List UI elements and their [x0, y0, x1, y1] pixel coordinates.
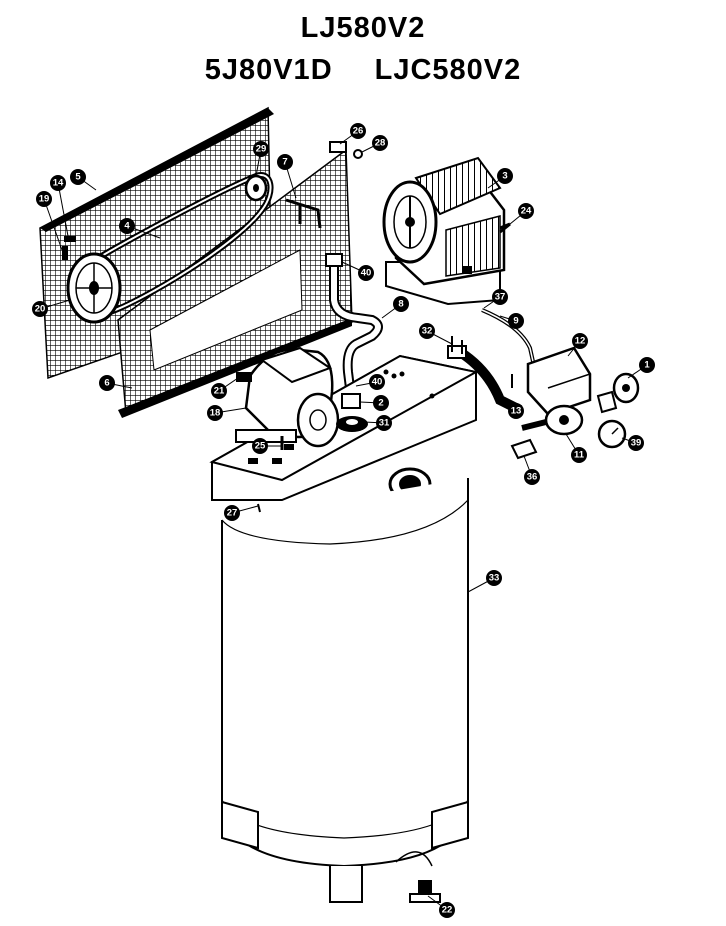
- callout-32: 32: [419, 323, 435, 339]
- pressure-gauge: [597, 419, 627, 449]
- svg-text:27: 27: [227, 508, 238, 519]
- callout-14: 14: [50, 175, 66, 191]
- guard-bracket: [285, 198, 322, 229]
- svg-text:29: 29: [256, 144, 267, 155]
- svg-text:12: 12: [575, 336, 586, 347]
- model-5j80v1d: 5J80V1D: [204, 54, 333, 86]
- drain-valve: [409, 880, 441, 903]
- callout-31: 31: [376, 415, 392, 431]
- svg-text:1: 1: [644, 360, 650, 371]
- callout-36: 36: [524, 469, 540, 485]
- callout-37: 37: [492, 289, 508, 305]
- svg-text:4: 4: [124, 221, 130, 232]
- safety-valve: [596, 372, 640, 414]
- svg-text:37: 37: [495, 292, 506, 303]
- callout-21: 21: [211, 383, 227, 399]
- callout-22: 22: [439, 902, 455, 918]
- svg-text:20: 20: [35, 304, 46, 315]
- svg-text:8: 8: [398, 299, 403, 310]
- svg-text:24: 24: [521, 206, 532, 217]
- flywheel-pulley: [66, 252, 122, 324]
- svg-text:33: 33: [489, 573, 500, 584]
- callout-4: 4: [119, 218, 135, 234]
- unloader-tube: [481, 308, 536, 367]
- callout-7: 7: [277, 154, 293, 170]
- callout-3: 3: [497, 168, 513, 184]
- svg-text:40: 40: [361, 268, 372, 279]
- callout-40-lower: 40: [369, 374, 385, 390]
- quick-coupler: [510, 438, 538, 460]
- svg-text:13: 13: [511, 406, 522, 417]
- model-title-line-2: 5J80V1D LJC580V2: [0, 54, 726, 87]
- callout-6: 6: [99, 375, 115, 391]
- svg-text:14: 14: [53, 178, 64, 189]
- svg-text:40: 40: [372, 377, 383, 388]
- svg-text:11: 11: [574, 450, 585, 461]
- svg-text:22: 22: [442, 905, 453, 916]
- svg-text:39: 39: [631, 438, 642, 449]
- svg-text:7: 7: [282, 157, 287, 168]
- svg-text:19: 19: [39, 194, 50, 205]
- motor-pulley: [244, 174, 268, 202]
- callout-13: 13: [508, 403, 524, 419]
- model-ljc580v2: LJC580V2: [374, 54, 522, 86]
- model-title-line-1: LJ580V2: [300, 12, 426, 44]
- svg-text:18: 18: [210, 408, 221, 419]
- callout-25: 25: [252, 438, 268, 454]
- callout-28: 28: [372, 135, 388, 151]
- callout-5: 5: [70, 169, 86, 185]
- svg-text:21: 21: [214, 386, 225, 397]
- compressor-pump: [382, 156, 506, 306]
- callout-11: 11: [571, 447, 587, 463]
- svg-text:3: 3: [502, 171, 507, 182]
- guard-hardware: [62, 141, 363, 260]
- svg-text:9: 9: [513, 316, 518, 327]
- callout-1: 1: [639, 357, 655, 373]
- callout-2: 2: [373, 395, 389, 411]
- svg-text:26: 26: [353, 126, 364, 137]
- callout-24: 24: [518, 203, 534, 219]
- air-tank: [221, 478, 469, 903]
- callout-9: 9: [508, 313, 524, 329]
- callout-29: 29: [253, 141, 269, 157]
- screws: [257, 222, 513, 513]
- callout-20: 20: [32, 301, 48, 317]
- callout-12: 12: [572, 333, 588, 349]
- callout-26: 26: [350, 123, 366, 139]
- svg-text:2: 2: [378, 398, 383, 409]
- callout-33: 33: [486, 570, 502, 586]
- discharge-tube: [325, 253, 383, 389]
- callout-19: 19: [36, 191, 52, 207]
- svg-text:31: 31: [379, 418, 390, 429]
- manifold: [521, 404, 584, 436]
- svg-text:5: 5: [75, 172, 81, 183]
- svg-text:32: 32: [422, 326, 433, 337]
- svg-text:6: 6: [104, 378, 109, 389]
- svg-text:36: 36: [527, 472, 538, 483]
- svg-text:25: 25: [255, 441, 266, 452]
- callout-39: 39: [628, 435, 644, 451]
- svg-text:28: 28: [375, 138, 386, 149]
- check-valve: [336, 393, 368, 432]
- callout-40-upper: 40: [358, 265, 374, 281]
- pressure-switch: [526, 346, 592, 416]
- callout-27: 27: [224, 505, 240, 521]
- callout-8: 8: [393, 296, 409, 312]
- callout-18: 18: [207, 405, 223, 421]
